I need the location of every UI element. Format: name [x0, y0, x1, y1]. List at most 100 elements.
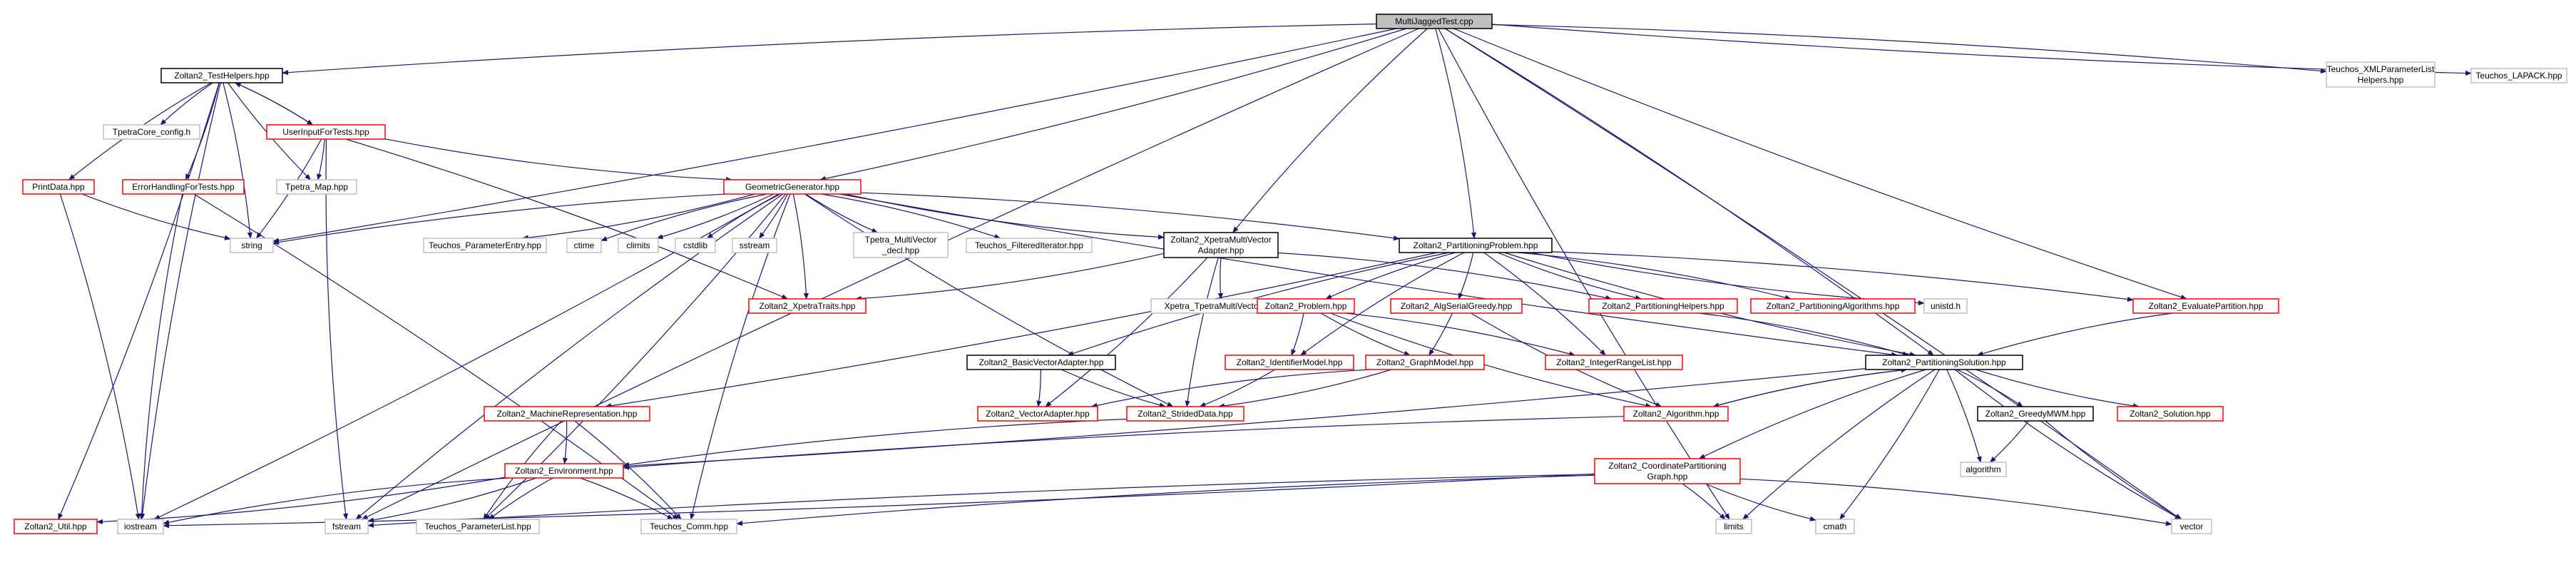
node-box: [2326, 61, 2436, 88]
node-idm[interactable]: Zoltan2_IdentifierModel.hpp: [1225, 355, 1354, 370]
node-label: climits: [626, 240, 650, 250]
node-label: Zoltan2_XpetraTraits.hpp: [760, 301, 856, 311]
node-tfi: Teuchos_FilteredIterator.hpp: [966, 238, 1093, 253]
node-label: string: [241, 240, 262, 250]
node-alg[interactable]: Zoltan2_Algorithm.hpp: [1623, 406, 1729, 422]
node-box: [122, 179, 245, 195]
node-mjt[interactable]: MultiJaggedTest.cpp: [1376, 14, 1493, 29]
edge-uift-to-gg: [384, 138, 732, 183]
node-label: Zoltan2_GreedyMWM.hpp: [1985, 409, 2086, 419]
node-ps[interactable]: Zoltan2_PartitioningSolution.hpp: [1865, 355, 2023, 370]
node-box: [732, 238, 777, 253]
node-bva[interactable]: Zoltan2_BasicVectorAdapter.hpp: [966, 355, 1116, 370]
edge-gg-to-tpe: [521, 193, 755, 240]
edge-ps-to-algorithm: [1946, 369, 1982, 463]
node-util[interactable]: Zoltan2_Util.hpp: [14, 519, 98, 534]
node-tpl: Teuchos_ParameterList.hpp: [416, 519, 540, 534]
node-label: Zoltan2_Util.hpp: [24, 521, 87, 531]
node-pp[interactable]: Zoltan2_PartitioningProblem.hpp: [1399, 238, 1553, 253]
node-label: Zoltan2_EvaluatePartition.hpp: [2149, 301, 2264, 311]
node-label: ErrorHandlingForTests.hpp: [132, 182, 235, 192]
node-label: fstream: [332, 521, 361, 531]
node-box: [748, 298, 867, 314]
node-label: cmath: [1824, 521, 1847, 531]
node-box: [723, 179, 862, 195]
node-pd[interactable]: PrintData.hpp: [22, 179, 95, 195]
edge-mjt-to-string: [272, 28, 1397, 243]
node-label: Teuchos_XMLParameterList: [2327, 64, 2435, 74]
edge-gg-to-cstdlib: [706, 193, 781, 239]
node-env[interactable]: Zoltan2_Environment.hpp: [504, 463, 624, 479]
edge-gg-to-climits: [656, 193, 774, 240]
node-box: [1376, 14, 1493, 29]
dependency-edges: [58, 24, 2472, 529]
edge-pp-to-asg: [1458, 252, 1474, 300]
node-ph[interactable]: Zoltan2_PartitioningHelpers.hpp: [1588, 298, 1738, 314]
node-label: Helpers.hpp: [2358, 75, 2404, 85]
edge-gm-to-sd: [1217, 369, 1392, 409]
edge-gg-to-fstream: [355, 193, 784, 520]
node-label: Zoltan2_PartitioningAlgorithms.hpp: [1767, 301, 1900, 311]
node-prob[interactable]: Zoltan2_Problem.hpp: [1257, 298, 1355, 314]
edge-mjt-to-xml: [1491, 24, 2327, 74]
edge-uift-to-th: [234, 82, 313, 126]
edge-mjt-to-pp: [1435, 28, 1476, 239]
node-sd[interactable]: Zoltan2_StridedData.hpp: [1126, 406, 1244, 422]
node-box: [640, 519, 737, 534]
node-ep[interactable]: Zoltan2_EvaluatePartition.hpp: [2132, 298, 2279, 314]
node-label: Graph.hpp: [1647, 472, 1688, 482]
node-ehft[interactable]: ErrorHandlingForTests.hpp: [122, 179, 245, 195]
edge-gg-to-ctime: [600, 193, 767, 241]
node-gm[interactable]: Zoltan2_GraphModel.hpp: [1365, 355, 1485, 370]
node-label: algorithm: [1966, 464, 2000, 474]
edge-pp-to-idm: [1300, 252, 1465, 356]
node-label: Teuchos_LAPACK.hpp: [2475, 71, 2562, 81]
edge-mr-to-tcomm: [574, 420, 682, 520]
edge-xmva-to-xtmv: [1217, 257, 1223, 300]
node-box: [103, 124, 200, 140]
node-box: [566, 238, 602, 253]
node-climits: climits: [618, 238, 659, 253]
node-box: [853, 232, 949, 258]
node-label: Zoltan2_VectorAdapter.hpp: [986, 409, 1090, 419]
edge-bva-to-sd: [1060, 369, 1166, 408]
node-xtmv: Xpetra_TpetraMultiVector.hpp: [1150, 298, 1292, 314]
edge-sd-to-env: [623, 418, 1128, 467]
node-iostream: iostream: [117, 519, 164, 534]
node-mr[interactable]: Zoltan2_MachineRepresentation.hpp: [484, 406, 650, 422]
node-label: Zoltan2_Problem.hpp: [1265, 301, 1347, 311]
node-ctime: ctime: [566, 238, 602, 253]
edge-ps-to-cpg: [1698, 369, 1926, 459]
node-box: [977, 406, 1098, 422]
node-xt[interactable]: Zoltan2_XpetraTraits.hpp: [748, 298, 867, 314]
edge-gg-to-tfi: [821, 193, 1001, 239]
node-asg[interactable]: Zoltan2_AlgSerialGreedy.hpp: [1390, 298, 1523, 314]
node-th[interactable]: Zoltan2_TestHelpers.hpp: [160, 68, 283, 83]
node-gg[interactable]: GeometricGenerator.hpp: [723, 179, 862, 195]
node-label: Teuchos_FilteredIterator.hpp: [975, 240, 1083, 250]
node-label: Teuchos_ParameterList.hpp: [424, 521, 531, 531]
node-va[interactable]: Zoltan2_VectorAdapter.hpp: [977, 406, 1098, 422]
edge-xmva-to-va: [1045, 257, 1208, 407]
node-palg[interactable]: Zoltan2_PartitioningAlgorithms.hpp: [1750, 298, 1916, 314]
edge-ps-to-sol: [1975, 369, 2140, 409]
node-tmvd: Tpetra_MultiVector_decl.hpp: [853, 232, 949, 258]
node-gmwm[interactable]: Zoltan2_GreedyMWM.hpp: [1977, 406, 2094, 422]
node-sol[interactable]: Zoltan2_Solution.hpp: [2117, 406, 2224, 422]
node-irl[interactable]: Zoltan2_IntegerRangeList.hpp: [1545, 355, 1683, 370]
node-box: [966, 355, 1116, 370]
edge-ehft-to-iostream: [139, 193, 183, 520]
node-uift[interactable]: UserInputForTests.hpp: [266, 124, 386, 140]
edge-mjt-to-limits: [1438, 28, 1730, 520]
node-box: [2117, 406, 2224, 422]
node-label: Tpetra_Map.hpp: [285, 182, 348, 192]
edge-gmwm-to-algorithm: [1989, 420, 2030, 463]
edge-uift-to-xt: [345, 138, 789, 300]
edge-xmva-to-xt: [854, 253, 1165, 302]
edge-ps-to-cmath: [1839, 369, 1940, 520]
node-label: Teuchos_ParameterEntry.hpp: [429, 240, 541, 250]
edge-gg-to-xt: [792, 193, 809, 300]
edge-gg-to-xmva: [844, 193, 1165, 240]
